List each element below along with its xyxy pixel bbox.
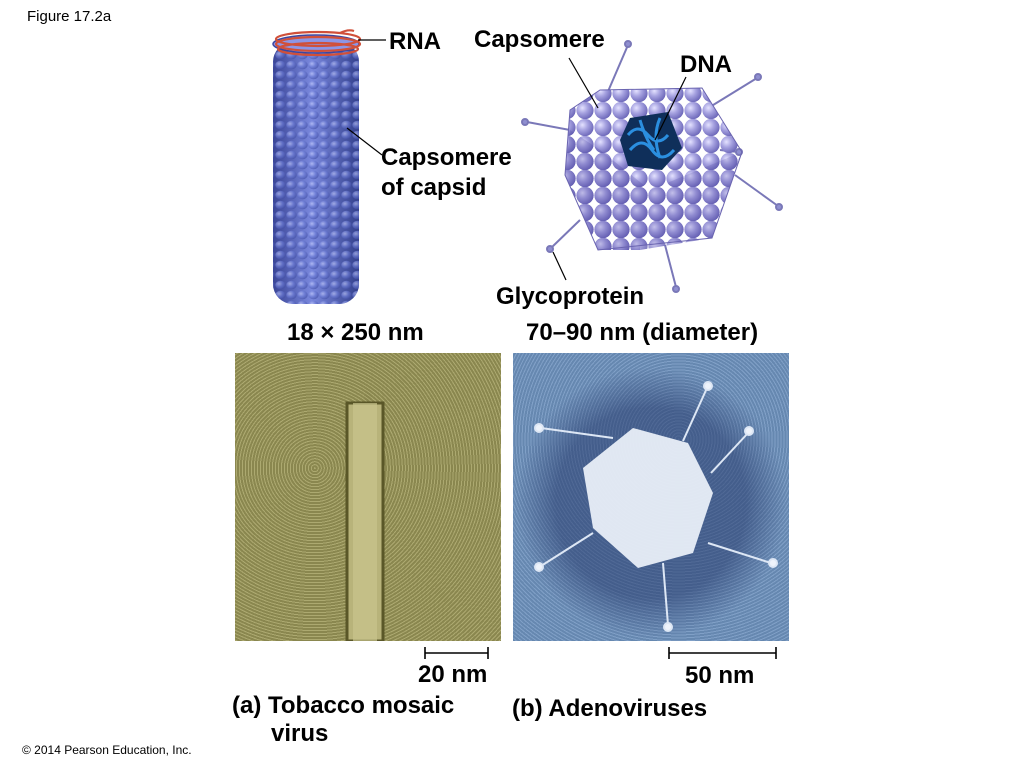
rna-helix [274, 29, 362, 57]
glycoprotein-leader-line [552, 251, 567, 281]
tmv-size-label: 18 × 250 nm [287, 319, 424, 346]
adeno-size-label: 70–90 nm (diameter) [526, 319, 759, 346]
tmv-scale-label: 20 nm [418, 661, 488, 688]
scale-bar-adeno [668, 647, 777, 659]
tmv-micrograph [235, 353, 501, 641]
adeno-capsomere-label: Capsomere [474, 26, 605, 53]
adenovirus-model [521, 40, 783, 293]
tmv-capsomere-label-line2: of capsid [381, 174, 487, 201]
scale-bar-tmv [424, 647, 489, 659]
tmv-capsomere-label-line1: Capsomere [381, 144, 512, 171]
dna-label: DNA [680, 51, 732, 78]
adeno-caption: (b) Adenoviruses [512, 695, 708, 722]
figure-label: Figure 17.2a [27, 8, 112, 25]
adeno-scale-label: 50 nm [685, 662, 755, 689]
capsomere-adeno-leader-line [568, 57, 599, 109]
adenovirus-micrograph [513, 353, 789, 641]
dna-leader-line [654, 76, 687, 141]
capsomere-leader-line [346, 127, 383, 156]
tmv-caption-line1: (a) Tobacco mosaic [232, 692, 455, 719]
copyright-notice: © 2014 Pearson Education, Inc. [22, 743, 192, 757]
glycoprotein-label: Glycoprotein [496, 283, 645, 310]
tmv-caption-line2: virus [271, 720, 329, 747]
tmv-rod [272, 34, 360, 304]
rna-label: RNA [389, 28, 441, 55]
dna-strand [626, 117, 676, 159]
